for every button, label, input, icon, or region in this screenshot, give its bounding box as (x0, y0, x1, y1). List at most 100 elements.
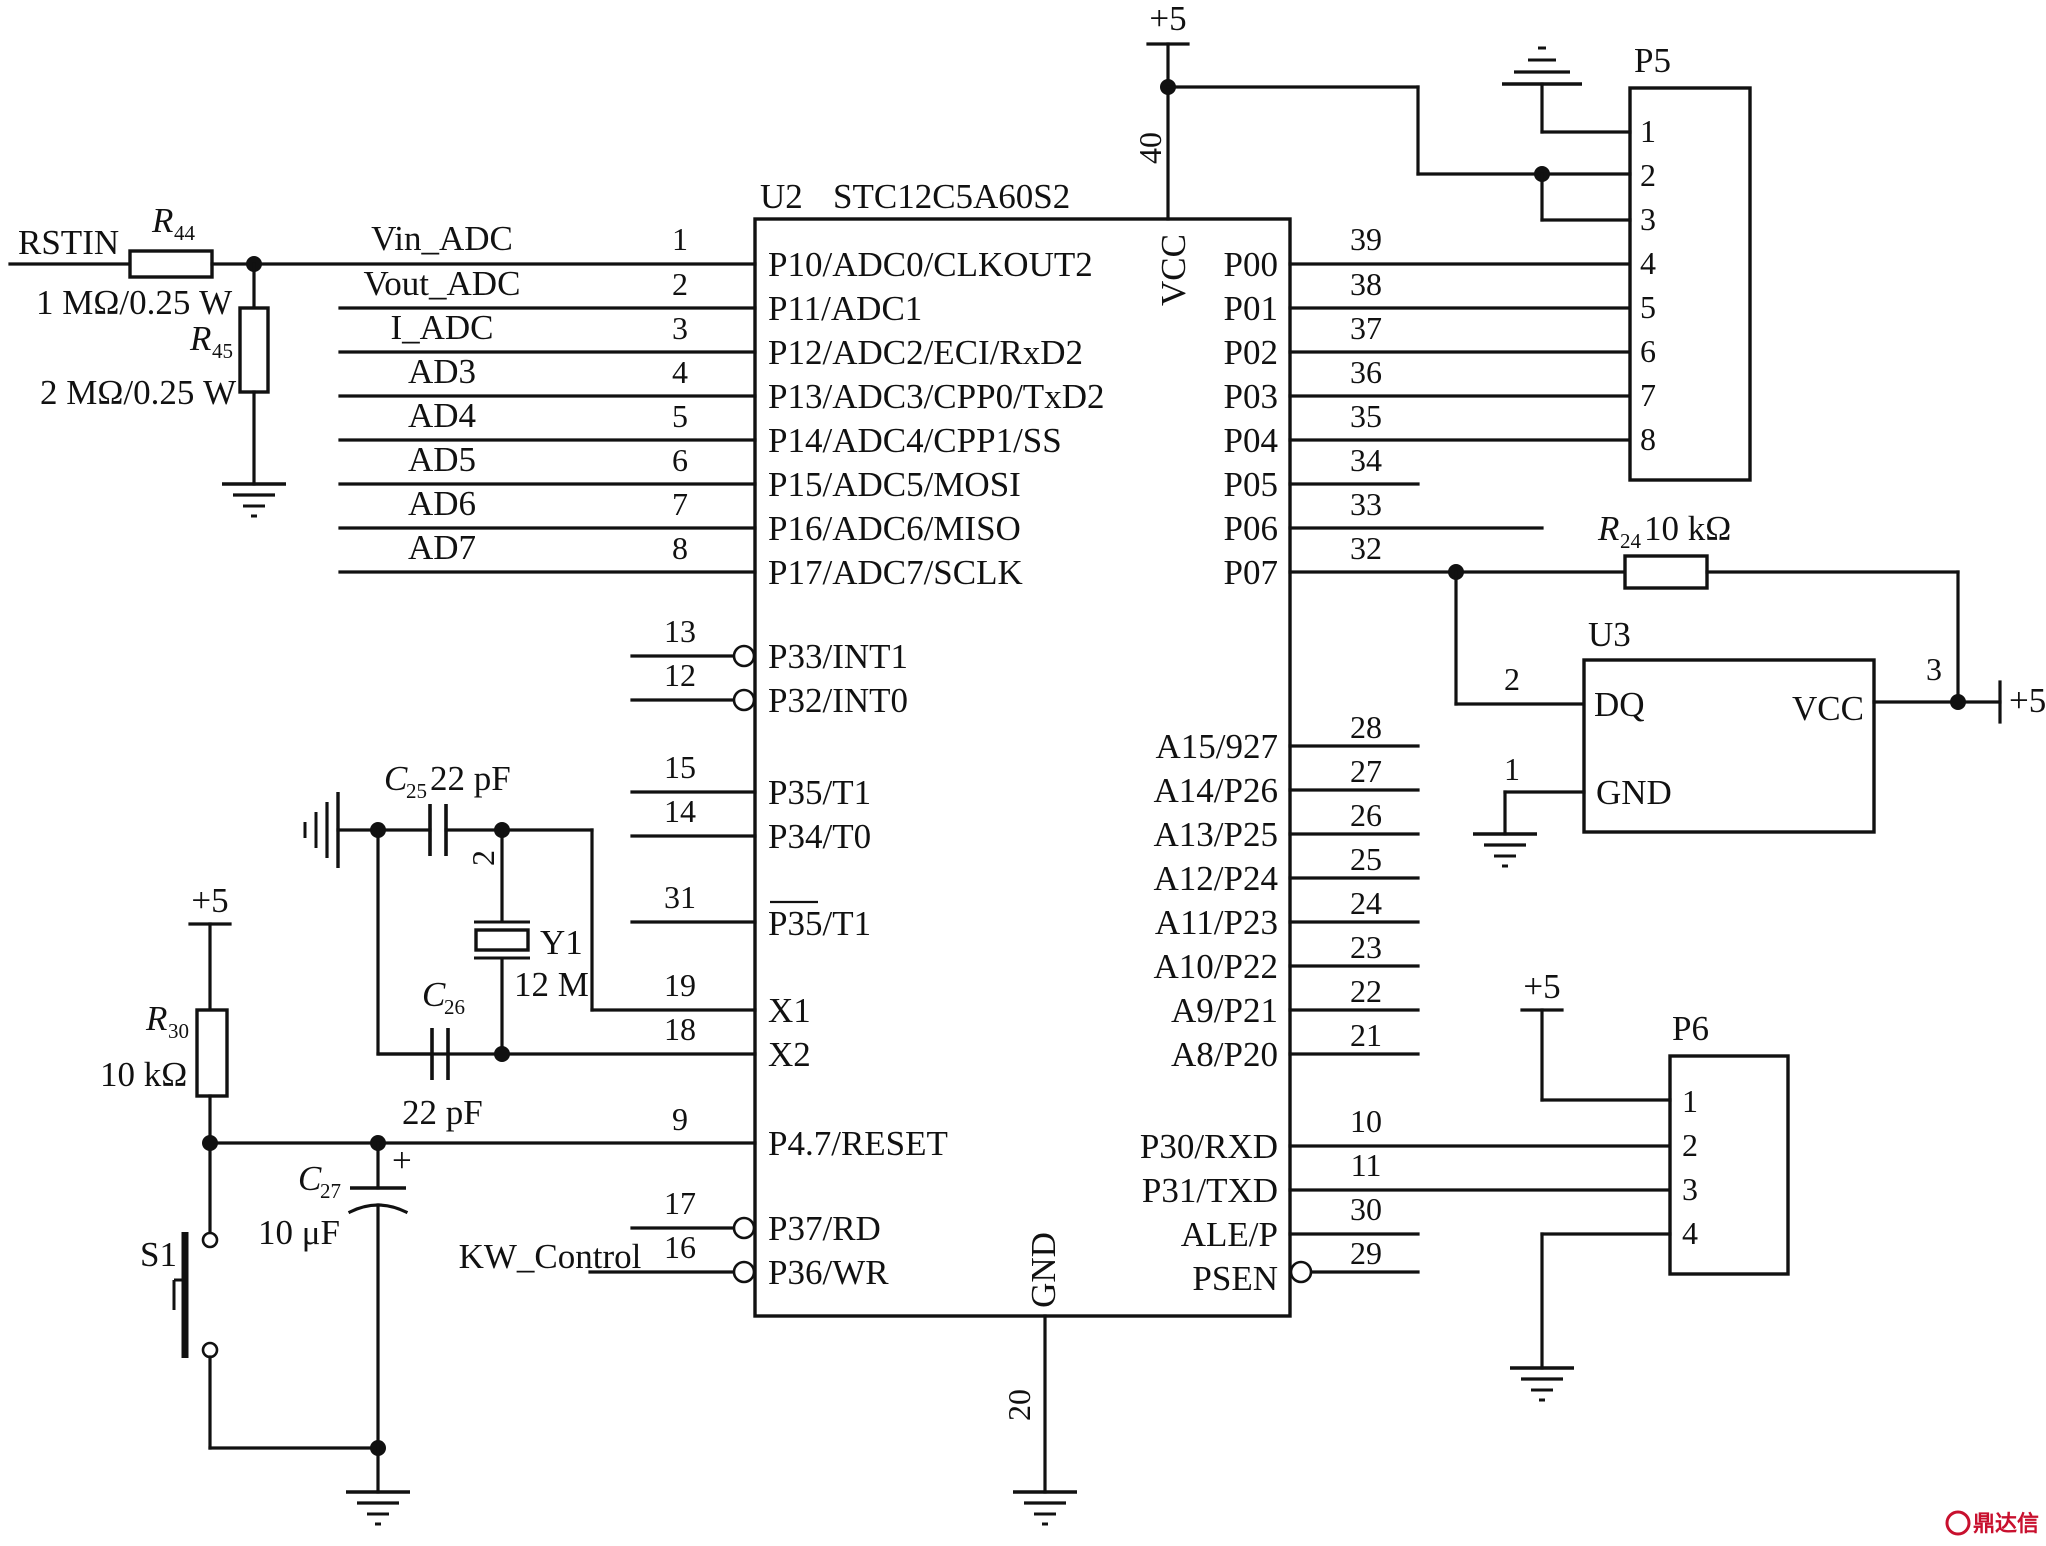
pin-num-17: 17 (664, 1185, 696, 1221)
u3-vcc-pin: 3 (1926, 651, 1942, 687)
p5-pin-5: 5 (1640, 289, 1656, 325)
r24-ref: R (1597, 509, 1619, 548)
pin-num-1: 1 (672, 221, 688, 257)
pin-num-29: 29 (1350, 1235, 1382, 1271)
u3-dq-label: DQ (1594, 685, 1645, 724)
p6-pin-1: 1 (1682, 1083, 1698, 1119)
ground-icon (344, 1490, 412, 1526)
u3-gnd-label: GND (1596, 773, 1672, 812)
ground-icon (220, 482, 288, 518)
u3-vcc-label: VCC (1792, 689, 1864, 728)
pin-num-2: 2 (672, 266, 688, 302)
pin-name-P03: P03 (1224, 377, 1278, 416)
r45-ref: R (189, 319, 211, 358)
r30-value: 10 kΩ (100, 1055, 187, 1094)
pin-num-12: 12 (664, 657, 696, 693)
junction-reset-r30 (202, 1135, 218, 1151)
c27-value: 10 μF (258, 1213, 340, 1252)
net-label-i-adc: I_ADC (390, 308, 493, 347)
c27-sub: 27 (320, 1179, 341, 1203)
s1-contact-top (201, 1231, 219, 1249)
vcc-pin-number: 40 (1132, 132, 1168, 164)
p6-connector-body (1668, 1054, 1790, 1276)
pin-num-16: 16 (664, 1229, 696, 1265)
r24-resistor-icon (1623, 554, 1709, 590)
c25-sub: 25 (406, 779, 427, 803)
junction-c26-y1 (494, 1046, 510, 1062)
pin-name-P30: P30/RXD (1140, 1127, 1278, 1166)
pin-num-25: 25 (1350, 841, 1382, 877)
ground-icon (1471, 832, 1539, 868)
crystal-oscillator: C 25 22 pF 2 Y1 12 M C 26 22 pF (303, 759, 594, 1132)
ground-icon (1011, 1490, 1079, 1526)
pin-name-P13: P13/ADC3/CPP0/TxD2 (768, 377, 1104, 416)
p5-pin-4: 4 (1640, 245, 1656, 281)
pin-name-P33: P33/INT1 (768, 637, 908, 676)
reset-circuit: +5 R 30 10 kΩ + C 27 10 μF S1 (100, 881, 412, 1526)
c26-value: 22 pF (402, 1093, 483, 1132)
pin-num-36: 36 (1350, 354, 1382, 390)
p6-pin-3: 3 (1682, 1171, 1698, 1207)
u3-dq-pin: 2 (1504, 661, 1520, 697)
inversion-bubble-29 (1289, 1260, 1313, 1284)
p5-pin-8: 8 (1640, 421, 1656, 457)
pin-name-X2: X2 (768, 1035, 811, 1074)
pin-name-P12: P12/ADC2/ECI/RxD2 (768, 333, 1083, 372)
pin-name-A8: A8/P20 (1171, 1035, 1278, 1074)
net-label-vout-adc: Vout_ADC (364, 264, 521, 303)
ground-icon (1508, 1366, 1576, 1402)
pin-num-3: 3 (672, 310, 688, 346)
inversion-bubble-17 (732, 1216, 756, 1240)
r45-resistor-icon (238, 306, 270, 394)
r24-sub: 24 (1620, 529, 1642, 553)
pin-name-P07: P07 (1224, 553, 1278, 592)
p6-pin-4: 4 (1682, 1215, 1698, 1251)
pin-name-P11: P11/ADC1 (768, 289, 922, 328)
pin-name-P14: P14/ADC4/CPP1/SS (768, 421, 1062, 460)
p5-pin-6: 6 (1640, 333, 1656, 369)
pin-name-A12: A12/P24 (1154, 859, 1278, 898)
pin-num-33: 33 (1350, 486, 1382, 522)
pin-num-30: 30 (1350, 1191, 1382, 1227)
p6-header: P6 +5 1 2 3 4 (1508, 967, 1790, 1402)
pin-name-P16: P16/ADC6/MISO (768, 509, 1021, 548)
pin-name-P36: P36/WR (768, 1253, 889, 1292)
pin-num-13: 13 (664, 613, 696, 649)
pin-name-P35-bar: P35/T1 (768, 904, 871, 943)
u2-right-pins: 39 38 37 36 35 34 33 32 28 27 26 25 24 2… (1140, 221, 1672, 1298)
c27-polarity: + (392, 1141, 412, 1180)
c27-ref: C (298, 1159, 322, 1198)
pin-num-32: 32 (1350, 530, 1382, 566)
pin-num-31: 31 (664, 879, 696, 915)
net-label-vin-adc: Vin_ADC (371, 219, 513, 258)
pin-name-P31: P31/TXD (1142, 1171, 1278, 1210)
p5-pin-1: 1 (1640, 113, 1656, 149)
u3-gnd-pin: 1 (1504, 751, 1520, 787)
pin-num-38: 38 (1350, 266, 1382, 302)
p5-ref: P5 (1634, 41, 1671, 80)
pin-num-5: 5 (672, 398, 688, 434)
pin-name-A9: A9/P21 (1171, 991, 1278, 1030)
rstin-label: RSTIN (18, 223, 119, 262)
junction-u3-vcc (1950, 694, 1966, 710)
pin-name-P04: P04 (1224, 421, 1278, 460)
p5-pin-2: 2 (1640, 157, 1656, 193)
net-label-kw-control: KW_Control (459, 1237, 642, 1276)
net-label-ad6: AD6 (408, 484, 476, 523)
pin-name-reset: P4.7/RESET (768, 1124, 948, 1163)
p6-pin-2: 2 (1682, 1127, 1698, 1163)
r30-resistor-icon (195, 1008, 229, 1098)
pin-name-A15: A15/927 (1156, 727, 1279, 766)
u3-ref: U3 (1588, 615, 1631, 654)
pin-name-P06: P06 (1224, 509, 1278, 548)
y1-value: 12 M (514, 965, 589, 1004)
pin-name-P01: P01 (1224, 289, 1278, 328)
pin-name-X1: X1 (768, 991, 811, 1030)
r44-sub: 44 (174, 221, 196, 245)
pin-num-14: 14 (664, 793, 696, 829)
pin-name-P17: P17/ADC7/SCLK (768, 553, 1023, 592)
pin-name-P10: P10/ADC0/CLKOUT2 (768, 245, 1093, 284)
pin-name-P05: P05 (1224, 465, 1278, 504)
c25-value: 22 pF (430, 759, 511, 798)
c26-sub: 26 (444, 995, 465, 1019)
